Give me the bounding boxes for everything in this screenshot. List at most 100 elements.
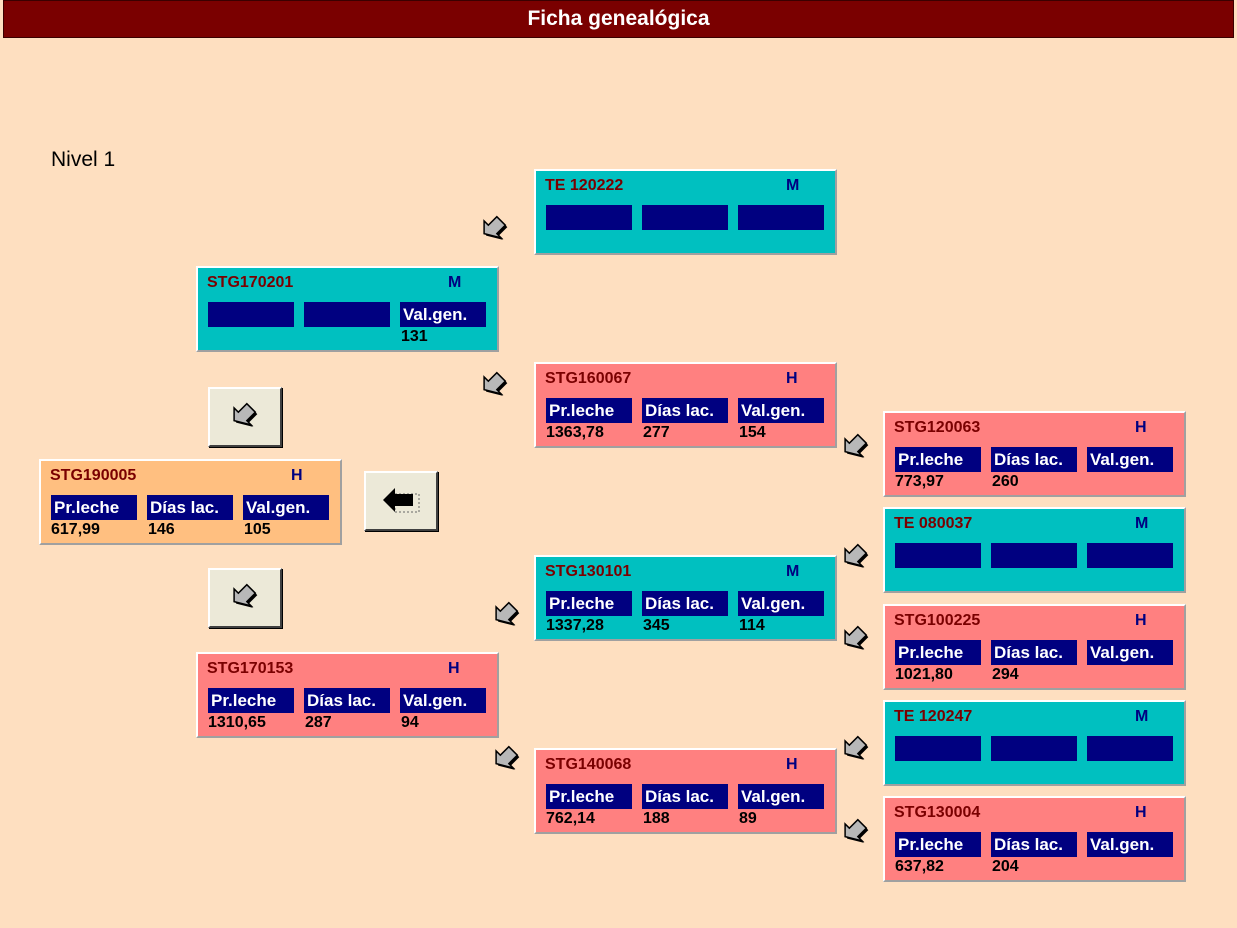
val-label: Val.gen.: [738, 591, 824, 616]
animal-id: STG170153: [207, 660, 294, 677]
animal-id: STG130004: [894, 804, 981, 821]
prod-label: Pr.leche: [546, 398, 632, 423]
diagonal-arrow-icon[interactable]: [838, 430, 874, 466]
prod-label: Pr.leche: [895, 832, 981, 857]
prod-label: Pr.leche: [208, 688, 294, 713]
dam-card[interactable]: STG170153 H Pr.leche Días lac. Val.gen. …: [196, 652, 499, 738]
diagonal-arrow-icon[interactable]: [838, 622, 874, 658]
diagonal-arrow-icon[interactable]: [838, 815, 874, 851]
dam-dam-card[interactable]: STG140068 H Pr.leche Días lac. Val.gen. …: [534, 748, 837, 834]
prod-label: Pr.leche: [895, 640, 981, 665]
prod-label: Pr.leche: [546, 591, 632, 616]
animal-id: STG120063: [894, 419, 981, 436]
days-value: 204: [992, 858, 1019, 875]
diagonal-arrow-icon[interactable]: [838, 540, 874, 576]
animal-id: STG140068: [545, 756, 632, 773]
sex-code: H: [1135, 419, 1147, 436]
prod-value: 773,97: [895, 473, 944, 490]
prod-value: 1310,65: [208, 714, 266, 731]
val-value: 105: [244, 521, 271, 538]
subject-card[interactable]: STG190005 H Pr.leche Días lac. Val.gen. …: [39, 459, 342, 545]
val-label: Val.gen.: [1087, 447, 1173, 472]
val-label: Val.gen.: [1087, 832, 1173, 857]
prod-value: 1363,78: [546, 424, 604, 441]
days-label: Días lac.: [642, 591, 728, 616]
prod-label: Pr.leche: [51, 495, 137, 520]
days-label: Días lac.: [147, 495, 233, 520]
val-label: Val.gen.: [738, 784, 824, 809]
diagonal-arrow-icon[interactable]: [477, 212, 513, 248]
level-label: Nivel 1: [51, 148, 116, 171]
val-label: Val.gen.: [400, 302, 486, 327]
animal-id: TE 120247: [894, 708, 973, 725]
val-value: 114: [739, 617, 765, 634]
days-label: Días lac.: [991, 640, 1077, 665]
prod-value: 637,82: [895, 858, 944, 875]
dam-sire-sire-card[interactable]: TE 080037 M: [883, 507, 1186, 593]
diagonal-arrow-icon[interactable]: [838, 732, 874, 768]
sex-code: M: [1135, 515, 1149, 532]
prod-field: [208, 302, 294, 327]
val-label: Val.gen.: [243, 495, 329, 520]
days-value: 294: [992, 666, 1019, 683]
dam-dam-sire-card[interactable]: TE 120247 M: [883, 700, 1186, 786]
days-value: 287: [305, 714, 332, 731]
val-value: 154: [739, 424, 766, 441]
diagonal-arrow-icon[interactable]: [489, 742, 525, 778]
prod-field: [546, 205, 632, 230]
prod-value: 1337,28: [546, 617, 604, 634]
days-field: [991, 736, 1077, 761]
dam-sire-dam-card[interactable]: STG100225 H Pr.leche Días lac. Val.gen. …: [883, 604, 1186, 690]
back-button[interactable]: [364, 471, 438, 531]
sex-code: M: [786, 563, 800, 580]
val-label: Val.gen.: [1087, 640, 1173, 665]
days-field: [991, 543, 1077, 568]
val-field: [1087, 543, 1173, 568]
days-value: 146: [148, 521, 175, 538]
diagonal-arrow-icon[interactable]: [489, 598, 525, 634]
animal-id: STG130101: [545, 563, 632, 580]
sire-card[interactable]: STG170201 M Val.gen. 131: [196, 266, 499, 352]
days-value: 260: [992, 473, 1019, 490]
days-field: [642, 205, 728, 230]
dam-dam-dam-card[interactable]: STG130004 H Pr.leche Días lac. Val.gen. …: [883, 796, 1186, 882]
left-arrow-icon: [383, 488, 420, 513]
prod-label: Pr.leche: [895, 447, 981, 472]
val-value: 94: [401, 714, 419, 731]
val-value: 131: [401, 328, 428, 345]
animal-id: STG100225: [894, 612, 981, 629]
diagonal-arrow-icon[interactable]: [477, 368, 513, 404]
val-label: Val.gen.: [400, 688, 486, 713]
go-dam-button[interactable]: [208, 568, 282, 628]
val-field: [738, 205, 824, 230]
days-label: Días lac.: [304, 688, 390, 713]
sex-code: H: [291, 467, 303, 484]
dam-sire-card[interactable]: STG130101 M Pr.leche Días lac. Val.gen. …: [534, 555, 837, 641]
days-label: Días lac.: [642, 398, 728, 423]
sex-code: H: [448, 660, 460, 677]
sire-dam-card[interactable]: STG160067 H Pr.leche Días lac. Val.gen. …: [534, 362, 837, 448]
go-sire-button[interactable]: [208, 387, 282, 447]
sire-dam-dam-card[interactable]: STG120063 H Pr.leche Días lac. Val.gen. …: [883, 411, 1186, 497]
days-value: 277: [643, 424, 670, 441]
sex-code: H: [786, 370, 798, 387]
days-value: 345: [643, 617, 670, 634]
prod-label: Pr.leche: [546, 784, 632, 809]
days-label: Días lac.: [642, 784, 728, 809]
sex-code: M: [1135, 708, 1149, 725]
window-title: Ficha genealógica: [527, 7, 710, 30]
animal-id: STG160067: [545, 370, 632, 387]
diagonal-arrow-icon: [227, 580, 263, 616]
sex-code: H: [1135, 804, 1147, 821]
sire-sire-card[interactable]: TE 120222 M: [534, 169, 837, 255]
days-label: Días lac.: [991, 832, 1077, 857]
prod-field: [895, 543, 981, 568]
sex-code: M: [786, 177, 800, 194]
prod-value: 617,99: [51, 521, 100, 538]
prod-value: 1021,80: [895, 666, 953, 683]
val-label: Val.gen.: [738, 398, 824, 423]
sex-code: H: [786, 756, 798, 773]
days-field: [304, 302, 390, 327]
animal-id: TE 080037: [894, 515, 973, 532]
animal-id: STG170201: [207, 274, 294, 291]
